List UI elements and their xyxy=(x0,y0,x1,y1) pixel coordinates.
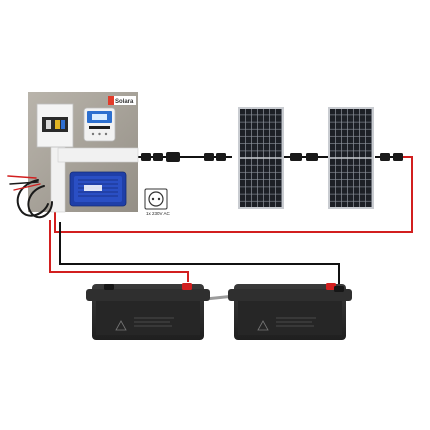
battery-negative-wire xyxy=(59,222,340,292)
charge-controller xyxy=(83,107,116,142)
battery-left xyxy=(86,283,210,340)
loose-cables xyxy=(7,175,53,219)
brand-logo: Solara xyxy=(108,96,136,105)
mc4-connectors xyxy=(141,152,403,162)
socket-label: 1x 230V AC xyxy=(146,211,171,216)
solar-panel-left xyxy=(238,107,284,209)
mc4-connector xyxy=(216,153,226,161)
mc4-connector xyxy=(153,153,163,161)
mc4-connector xyxy=(393,153,403,161)
cable-duct-horizontal xyxy=(57,147,139,163)
brand-logo-text: Solara xyxy=(115,99,134,105)
mounting-board: Solara xyxy=(28,92,139,213)
inverter xyxy=(69,171,127,207)
mc4-connector xyxy=(290,153,302,161)
mc4-connector xyxy=(141,153,151,161)
battery-right xyxy=(228,283,352,340)
solar-panel-right xyxy=(328,107,374,209)
mc4-connector xyxy=(306,153,318,161)
battery-positive-wire xyxy=(49,220,189,282)
mc4-connector xyxy=(380,153,390,161)
mc4-connector xyxy=(166,152,180,162)
mc4-connector xyxy=(204,153,214,161)
fuse-box xyxy=(36,103,74,148)
ac-socket: 1x 230V AC xyxy=(144,188,171,216)
